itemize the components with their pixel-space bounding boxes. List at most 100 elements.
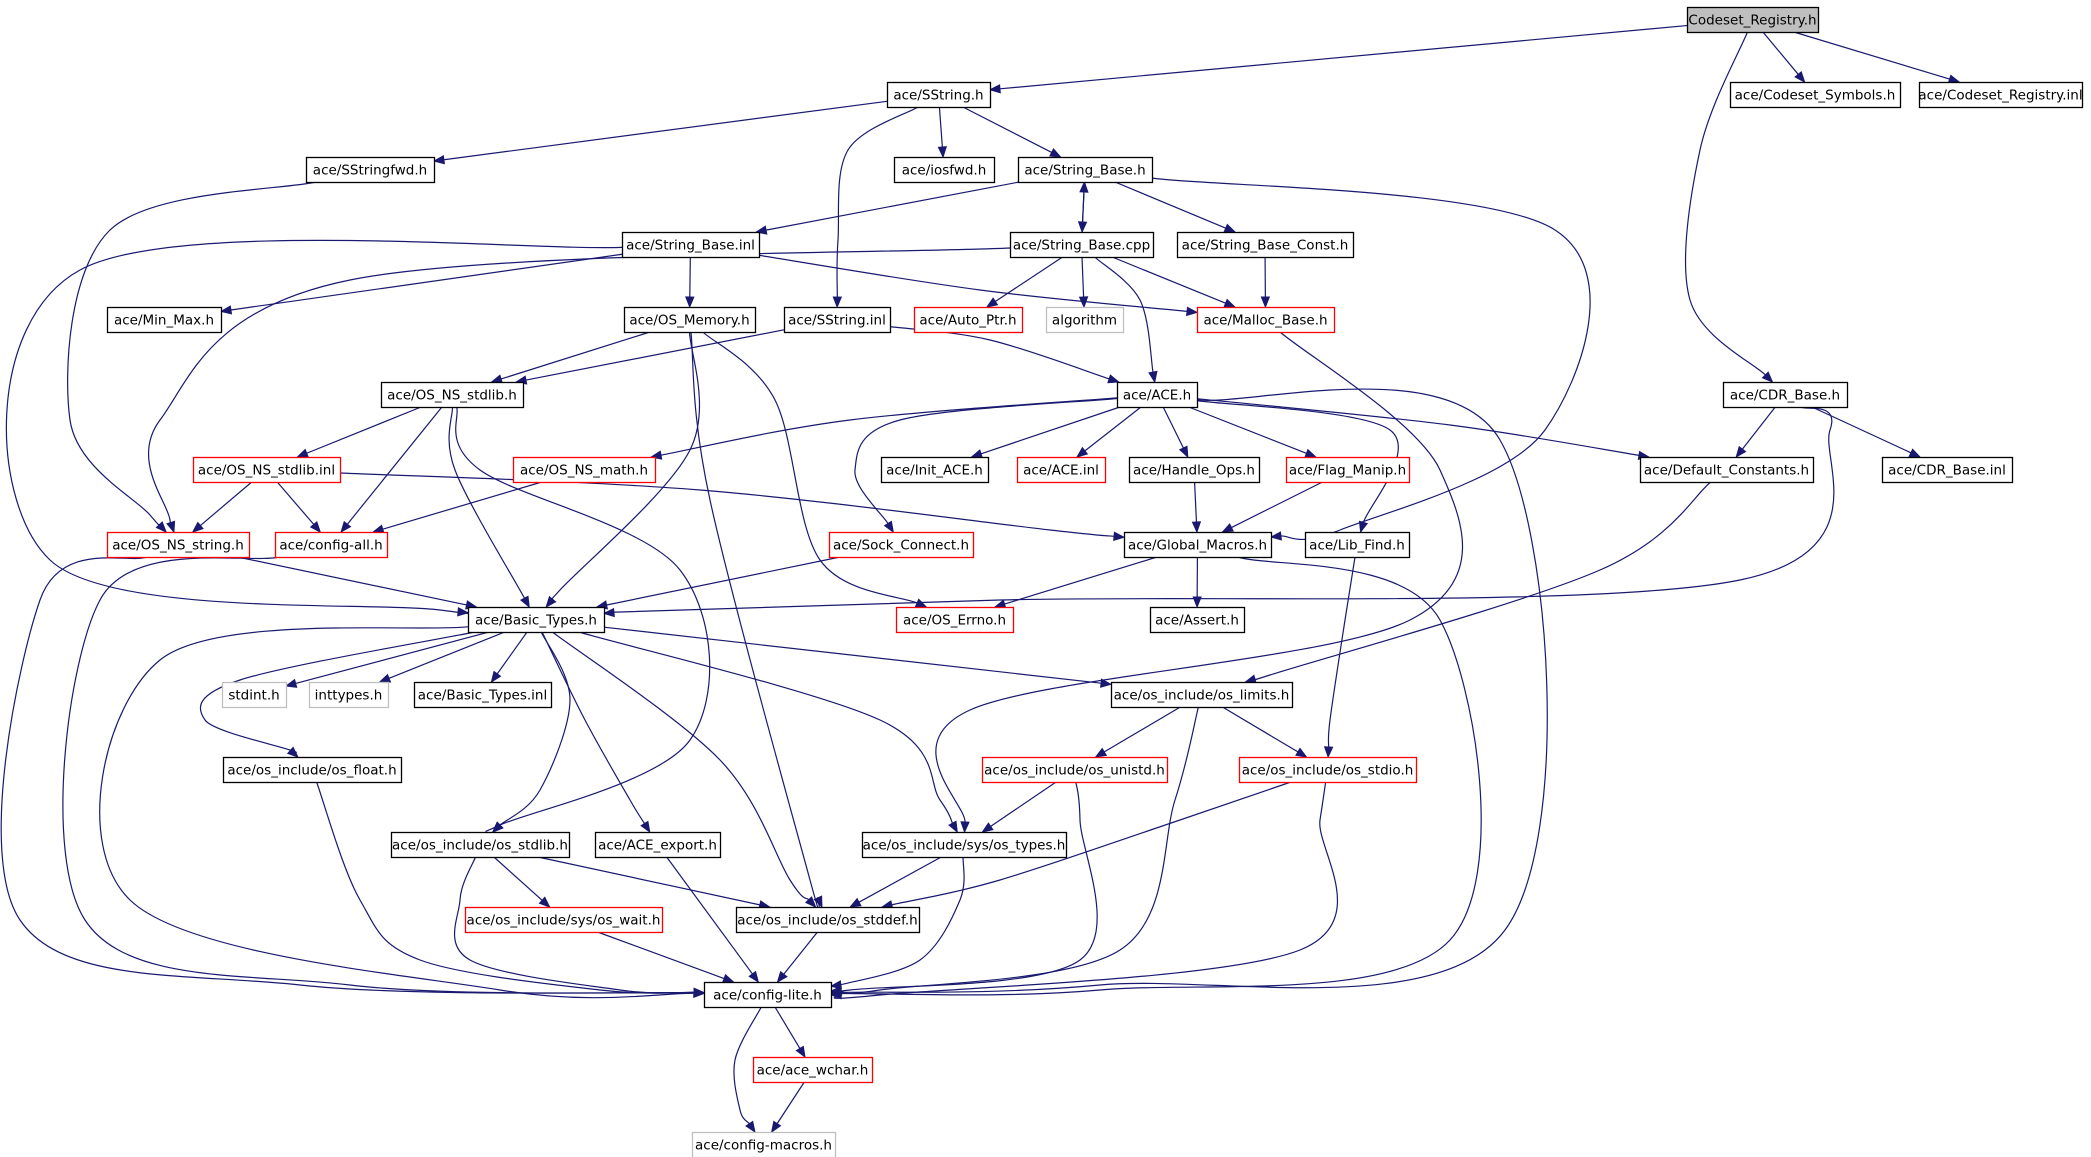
dependency-edge (1075, 406, 1142, 458)
node-label: ace/SString.inl (788, 313, 886, 329)
dependency-edge (296, 406, 422, 458)
node-basic-types-h[interactable]: ace/Basic_Types.h (467, 606, 606, 634)
node-label: ace/os_include/os_stdlib.h (392, 838, 568, 854)
node-box (1722, 381, 1849, 409)
node-iosfwd-h[interactable]: ace/iosfwd.h (893, 156, 996, 184)
node-box (1123, 531, 1273, 559)
node-ace-h[interactable]: ace/ACE.h (1116, 381, 1199, 409)
node-string-base-cpp[interactable]: ace/String_Base.cpp (1009, 231, 1155, 259)
node-os-float-h[interactable]: ace/os_include/os_float.h (222, 756, 403, 784)
node-os-stdlib-h[interactable]: ace/os_include/os_stdlib.h (390, 831, 571, 859)
node-sock-connect-h[interactable]: ace/Sock_Connect.h (828, 531, 975, 559)
node-default-constants-h[interactable]: ace/Default_Constants.h (1639, 456, 1815, 484)
node-global-macros-h[interactable]: ace/Global_Macros.h (1123, 531, 1273, 559)
arrowhead (640, 820, 651, 834)
node-os-limits-h[interactable]: ace/os_include/os_limits.h (1110, 681, 1294, 709)
node-auto-ptr-h[interactable]: ace/Auto_Ptr.h (913, 306, 1024, 334)
node-box (1017, 156, 1154, 184)
dependency-edge (1240, 481, 1712, 685)
node-sstring-h[interactable]: ace/SString.h (886, 81, 992, 109)
node-cdr-base-h[interactable]: ace/CDR_Base.h (1722, 381, 1849, 409)
dependency-edge (1196, 400, 1399, 534)
arrowhead (191, 521, 204, 533)
node-box (623, 306, 757, 334)
node-codeset-symbols-h[interactable]: ace/Codeset_Symbols.h (1729, 81, 1902, 109)
dependency-edge (595, 556, 841, 610)
dependency-edge (148, 247, 1011, 534)
node-label: ace/Global_Macros.h (1128, 538, 1267, 554)
node-config-all-h[interactable]: ace/config-all.h (274, 531, 389, 559)
arrowhead (378, 673, 392, 683)
node-init-ace-h[interactable]: ace/Init_ACE.h (880, 456, 990, 484)
arrowhead (1113, 531, 1126, 541)
dependency-edge (1762, 31, 1806, 84)
node-label: ace/os_include/os_unistd.h (984, 763, 1165, 779)
node-ace-inl[interactable]: ace/ACE.inl (1016, 456, 1107, 484)
dependency-edge (1094, 256, 1158, 384)
node-config-lite-h[interactable]: ace/config-lite.h (703, 981, 833, 1009)
node-box (464, 906, 664, 934)
dependency-edge (191, 481, 253, 533)
node-box (981, 756, 1169, 784)
node-box (1238, 756, 1418, 784)
node-lib-find-h[interactable]: ace/Lib_Find.h (1304, 531, 1411, 559)
node-sstringfwd-h[interactable]: ace/SStringfwd.h (305, 156, 436, 184)
dependency-edge (1221, 481, 1323, 533)
node-os-errno-h[interactable]: ace/OS_Errno.h (895, 606, 1015, 634)
arrowhead (545, 595, 557, 609)
node-os-ns-math-h[interactable]: ace/OS_NS_math.h (512, 456, 657, 484)
node-codeset-registry-h: Codeset_Registry.h (1686, 6, 1820, 34)
node-basic-types-inl[interactable]: ace/Basic_Types.inl (413, 681, 553, 709)
node-sstring-inl[interactable]: ace/SString.inl (783, 306, 892, 334)
node-box (1639, 456, 1815, 484)
arrowhead (970, 449, 984, 459)
arrowhead (745, 1120, 756, 1134)
node-os-stddef-h[interactable]: ace/os_include/os_stddef.h (735, 906, 921, 934)
node-ace-wchar-h[interactable]: ace/ace_wchar.h (752, 1056, 874, 1084)
node-box (106, 306, 223, 334)
dependency-edge (552, 631, 817, 908)
arrowhead (804, 896, 817, 908)
node-min-max-h[interactable]: ace/Min_Max.h (106, 306, 223, 334)
node-label: ace/String_Base.inl (626, 238, 755, 254)
node-box (106, 531, 251, 559)
node-assert-h[interactable]: ace/Assert.h (1149, 606, 1246, 634)
node-cdr-base-inl[interactable]: ace/CDR_Base.inl (1881, 456, 2014, 484)
node-string-base-inl[interactable]: ace/String_Base.inl (621, 231, 761, 259)
dependency-edge (849, 856, 942, 908)
node-os-ns-stdlib-h[interactable]: ace/OS_NS_stdlib.h (380, 381, 525, 409)
node-string-base-const-h[interactable]: ace/String_Base_Const.h (1176, 231, 1355, 259)
node-label: ace/os_include/os_stddef.h (737, 913, 917, 929)
node-label: ace/SStringfwd.h (313, 163, 427, 179)
dependency-edge (491, 631, 571, 833)
node-flag-manip-h[interactable]: ace/Flag_Manip.h (1285, 456, 1411, 484)
node-ace-export-h[interactable]: ace/ACE_export.h (594, 831, 722, 859)
node-label: ace/SString.h (893, 88, 983, 104)
dependency-edge (854, 397, 1118, 534)
node-os-ns-stdlib-inl[interactable]: ace/OS_NS_stdlib.inl (192, 456, 342, 484)
node-label: ace/iosfwd.h (902, 163, 987, 179)
node-os-unistd-h[interactable]: ace/os_include/os_unistd.h (981, 756, 1169, 784)
node-codeset-registry-inl[interactable]: ace/Codeset_Registry.inl (1918, 81, 2084, 109)
node-os-memory-h[interactable]: ace/OS_Memory.h (623, 306, 757, 334)
node-os-stdio-h[interactable]: ace/os_include/os_stdio.h (1238, 756, 1418, 784)
node-box (222, 756, 403, 784)
nodes-layer: Codeset_Registry.h ace/SString.h ace/Codes… (106, 6, 2084, 1157)
arrowhead (432, 155, 445, 165)
node-os-wait-h[interactable]: ace/os_include/sys/os_wait.h (464, 906, 664, 934)
node-os-types-h[interactable]: ace/os_include/sys/os_types.h (861, 831, 1068, 859)
node-handle-ops-h[interactable]: ace/Handle_Ops.h (1128, 456, 1261, 484)
dependency-edge (99, 626, 706, 999)
arrowhead (1323, 746, 1334, 759)
dependency-edge (490, 331, 651, 384)
node-label: ace/config-lite.h (713, 988, 822, 1004)
node-os-ns-string-h[interactable]: ace/OS_NS_string.h (106, 531, 251, 559)
node-string-base-h[interactable]: ace/String_Base.h (1017, 156, 1154, 184)
dependency-edge (829, 856, 965, 990)
dependency-edge (5, 239, 623, 617)
node-box (1729, 81, 1902, 109)
node-label: ace/os_include/sys/os_types.h (863, 838, 1066, 854)
arrowhead (981, 822, 994, 833)
node-malloc-base-h[interactable]: ace/Malloc_Base.h (1196, 306, 1336, 334)
node-label: ace/Codeset_Registry.inl (1918, 88, 2082, 104)
